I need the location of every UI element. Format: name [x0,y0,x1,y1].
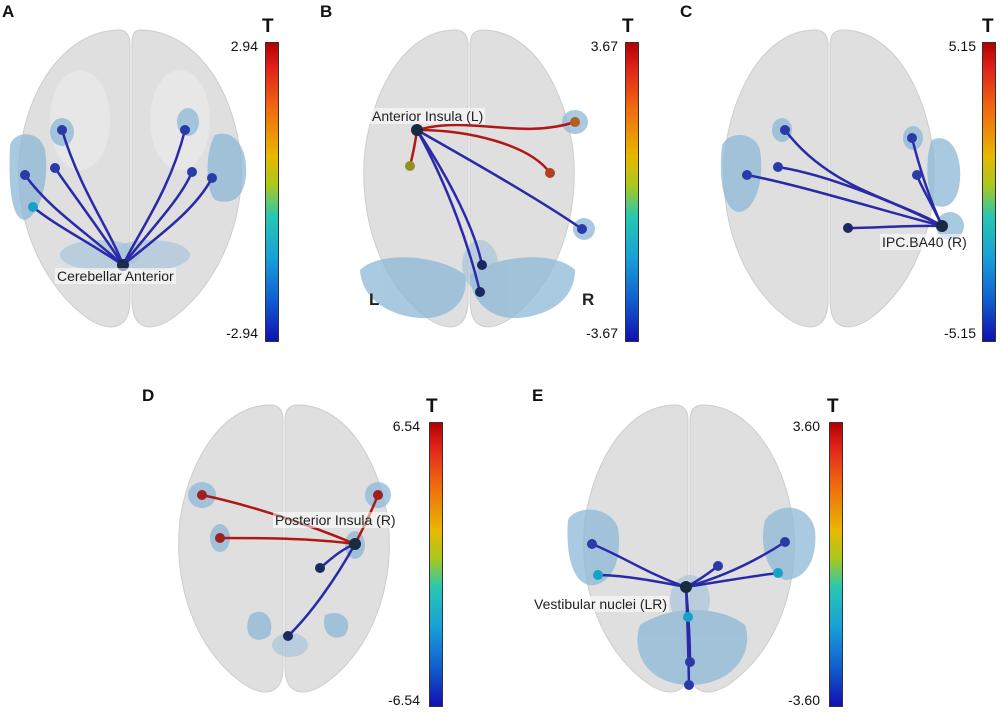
colorbar-b [625,42,639,342]
panel-a: A [0,0,320,345]
brain-diagram-e [567,404,816,693]
colorbar-min-c: -5.15 [944,325,976,341]
brain-outline [363,29,575,328]
edges [408,120,583,293]
brain-diagram-b [360,29,595,328]
colorbar-title-d: T [426,396,438,417]
colorbar-min-d: -6.54 [388,692,420,708]
region-label-e: Vestibular nuclei (LR) [532,596,670,612]
colorbar-title-b: T [622,16,634,37]
panel-e: E [530,380,860,715]
region-label-b: Anterior Insula (L) [370,108,486,124]
region-label-c: IPC.BA40 (R) [880,234,969,250]
nodes [587,537,790,690]
panel-d: D Posterior [140,380,460,715]
colorbar-max-b: 3.67 [590,38,618,54]
panel-c: C IPC.BA40 ( [680,0,1000,345]
colorbar-a [265,42,279,342]
panel-b: B Anterior I [320,0,660,345]
colorbar-title-e: T [827,396,839,417]
right-hemisphere-mark: R [582,290,595,309]
colorbar-max-c: 5.15 [948,38,976,54]
edges [23,129,214,267]
left-hemisphere-mark: L [369,290,380,309]
region-label-a: Cerebellar Anterior [55,268,176,284]
nodes [742,125,948,233]
colorbar-max-e: 3.60 [792,418,820,434]
brain-diagram-d [178,404,391,693]
nodes [405,117,587,297]
panel-letter-d: D [142,386,155,405]
colorbar-title-a: T [262,16,274,37]
colorbar-d [429,422,443,707]
regions [360,110,595,319]
panel-letter-b: B [320,2,333,21]
brain-diagram-c [720,29,964,328]
colorbar-max-a: 2.94 [230,38,258,54]
brain-outline [723,29,935,328]
colorbar-min-b: -3.67 [586,325,618,341]
nodes [20,125,217,271]
panel-letter-c: C [680,2,693,21]
edges [591,540,786,686]
colorbar-min-e: -3.60 [788,692,820,708]
colorbar-max-d: 6.54 [392,418,420,434]
edges [746,129,944,230]
colorbar-title-c: T [982,16,994,37]
nodes [197,490,383,641]
brain-diagram-a [9,29,247,328]
panel-letter-a: A [2,2,15,21]
colorbar-min-a: -2.94 [226,325,258,341]
colorbar-e [829,422,843,707]
colorbar-c [982,42,996,342]
regions [188,482,391,657]
region-label-d: Posterior Insula (R) [273,512,398,528]
panel-letter-e: E [532,386,544,405]
